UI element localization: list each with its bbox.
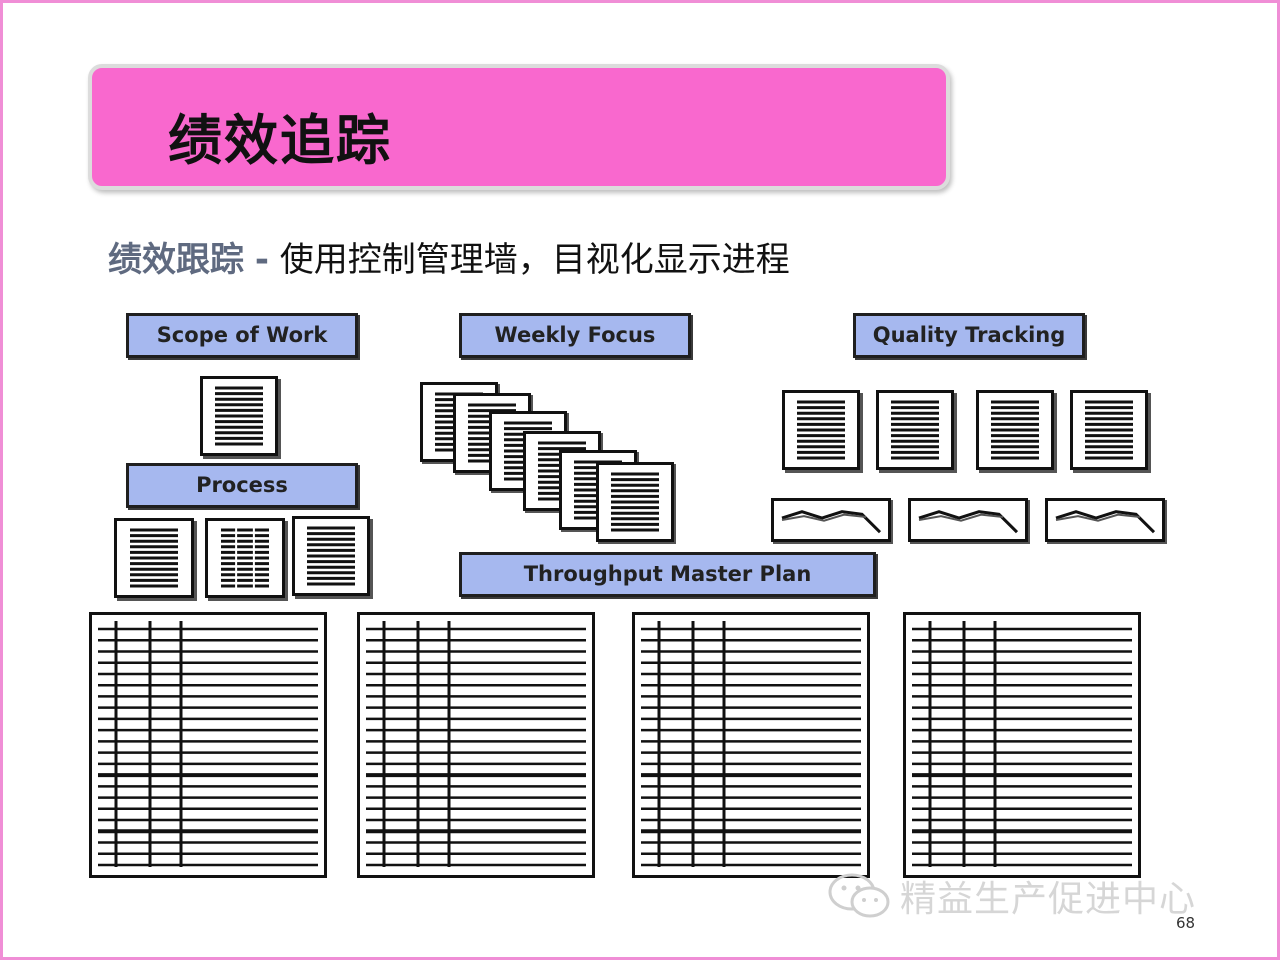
quality-document-icon — [876, 390, 954, 470]
scope-of-work-label: Scope of Work — [126, 313, 358, 358]
throughput-master-plan-label: Throughput Master Plan — [459, 552, 876, 597]
weekly-document-icon — [596, 462, 674, 542]
quality-document-icon — [976, 390, 1054, 470]
subtitle-separator: - — [254, 240, 269, 280]
slide-title: 绩效追踪 — [168, 109, 392, 172]
master-plan-board — [357, 612, 595, 878]
subtitle-lead: 绩效跟踪 — [108, 240, 244, 280]
master-plan-board — [632, 612, 870, 878]
title-bar: 绩效追踪 — [88, 64, 950, 190]
watermark: 精益生产促进中心 — [826, 868, 1196, 924]
trend-chart-icon — [1045, 498, 1165, 542]
quality-document-icon — [782, 390, 860, 470]
weekly-focus-label: Weekly Focus — [459, 313, 691, 358]
trend-chart-icon — [771, 498, 891, 542]
process-document-icon — [292, 516, 370, 596]
process-document-icon — [205, 518, 285, 598]
process-label: Process — [126, 463, 358, 508]
trend-chart-icon — [908, 498, 1028, 542]
slide-subtitle: 绩效跟踪 - 使用控制管理墙，目视化显示进程 — [108, 232, 790, 281]
watermark-text: 精益生产促进中心 — [900, 879, 1197, 920]
subtitle-rest: 使用控制管理墙，目视化显示进程 — [279, 240, 790, 280]
page-number: 68 — [1176, 914, 1196, 932]
process-document-icon — [114, 518, 194, 598]
quality-tracking-label: Quality Tracking — [853, 313, 1085, 358]
quality-document-icon — [1070, 390, 1148, 470]
master-plan-board — [903, 612, 1141, 878]
master-plan-board — [89, 612, 327, 878]
wechat-icon — [828, 873, 890, 918]
scope-document-icon — [200, 376, 278, 456]
